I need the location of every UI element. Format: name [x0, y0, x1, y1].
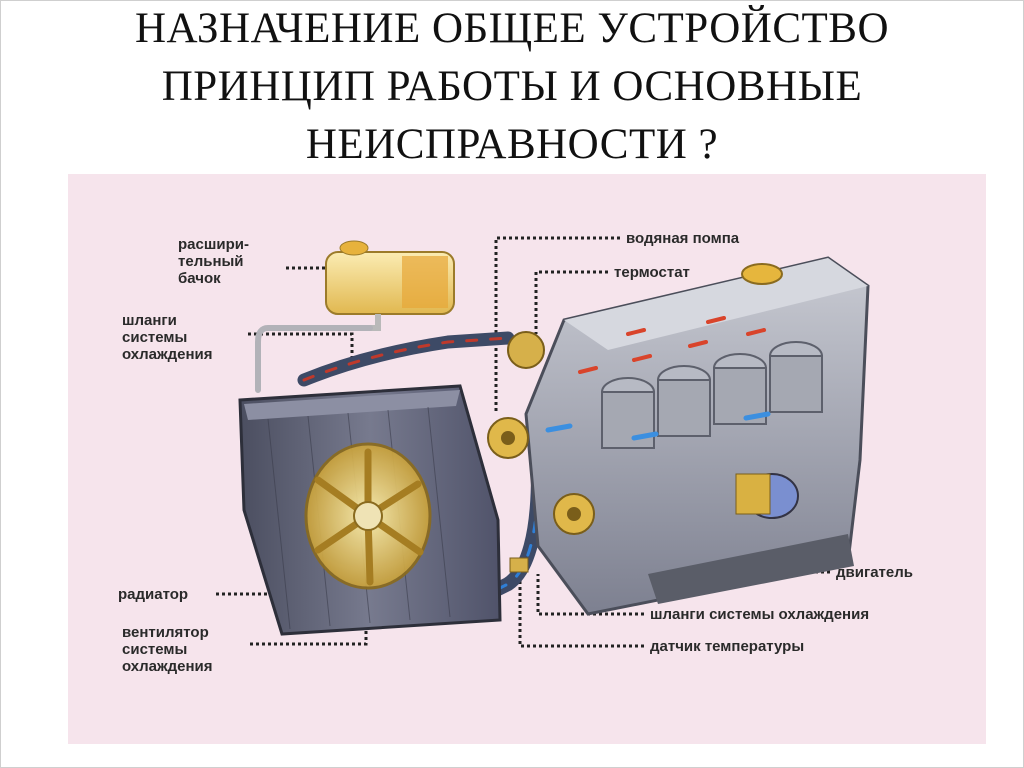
cooling-fan [304, 442, 432, 590]
label-temp-sensor: датчик температуры [650, 638, 805, 655]
temperature-sensor [509, 557, 529, 573]
label-hoses-left: шланги системы охлаждения [122, 312, 213, 363]
cooling-system-diagram: расшири- тельный бачок шланги системы ох… [68, 174, 986, 744]
label-fan: вентилятор системы охлаждения [122, 624, 213, 675]
engine-block [524, 256, 870, 616]
label-radiator: радиатор [118, 586, 189, 603]
label-expansion-tank: расшири- тельный бачок [178, 236, 249, 287]
label-hoses-bottom: шланги системы охлаждения [650, 606, 870, 623]
expansion-tank [325, 240, 455, 331]
thermostat-pump [487, 331, 595, 535]
slide-title: НАЗНАЧЕНИЕ ОБЩЕЕ УСТРОЙСТВО ПРИНЦИП РАБО… [40, 0, 984, 174]
title-line-1: НАЗНАЧЕНИЕ ОБЩЕЕ УСТРОЙСТВО [134, 5, 889, 52]
cooling-system-illustration [216, 236, 870, 648]
label-water-pump: водяная помпа [626, 230, 740, 247]
label-thermostat: термостат [614, 264, 690, 281]
title-line-2: ПРИНЦИП РАБОТЫ И ОСНОВНЫЕ [161, 63, 863, 110]
title-line-3: НЕИСПРАВНОСТИ ? [305, 121, 719, 168]
cooling-hoses [255, 325, 545, 601]
label-engine: двигатель [836, 564, 913, 581]
